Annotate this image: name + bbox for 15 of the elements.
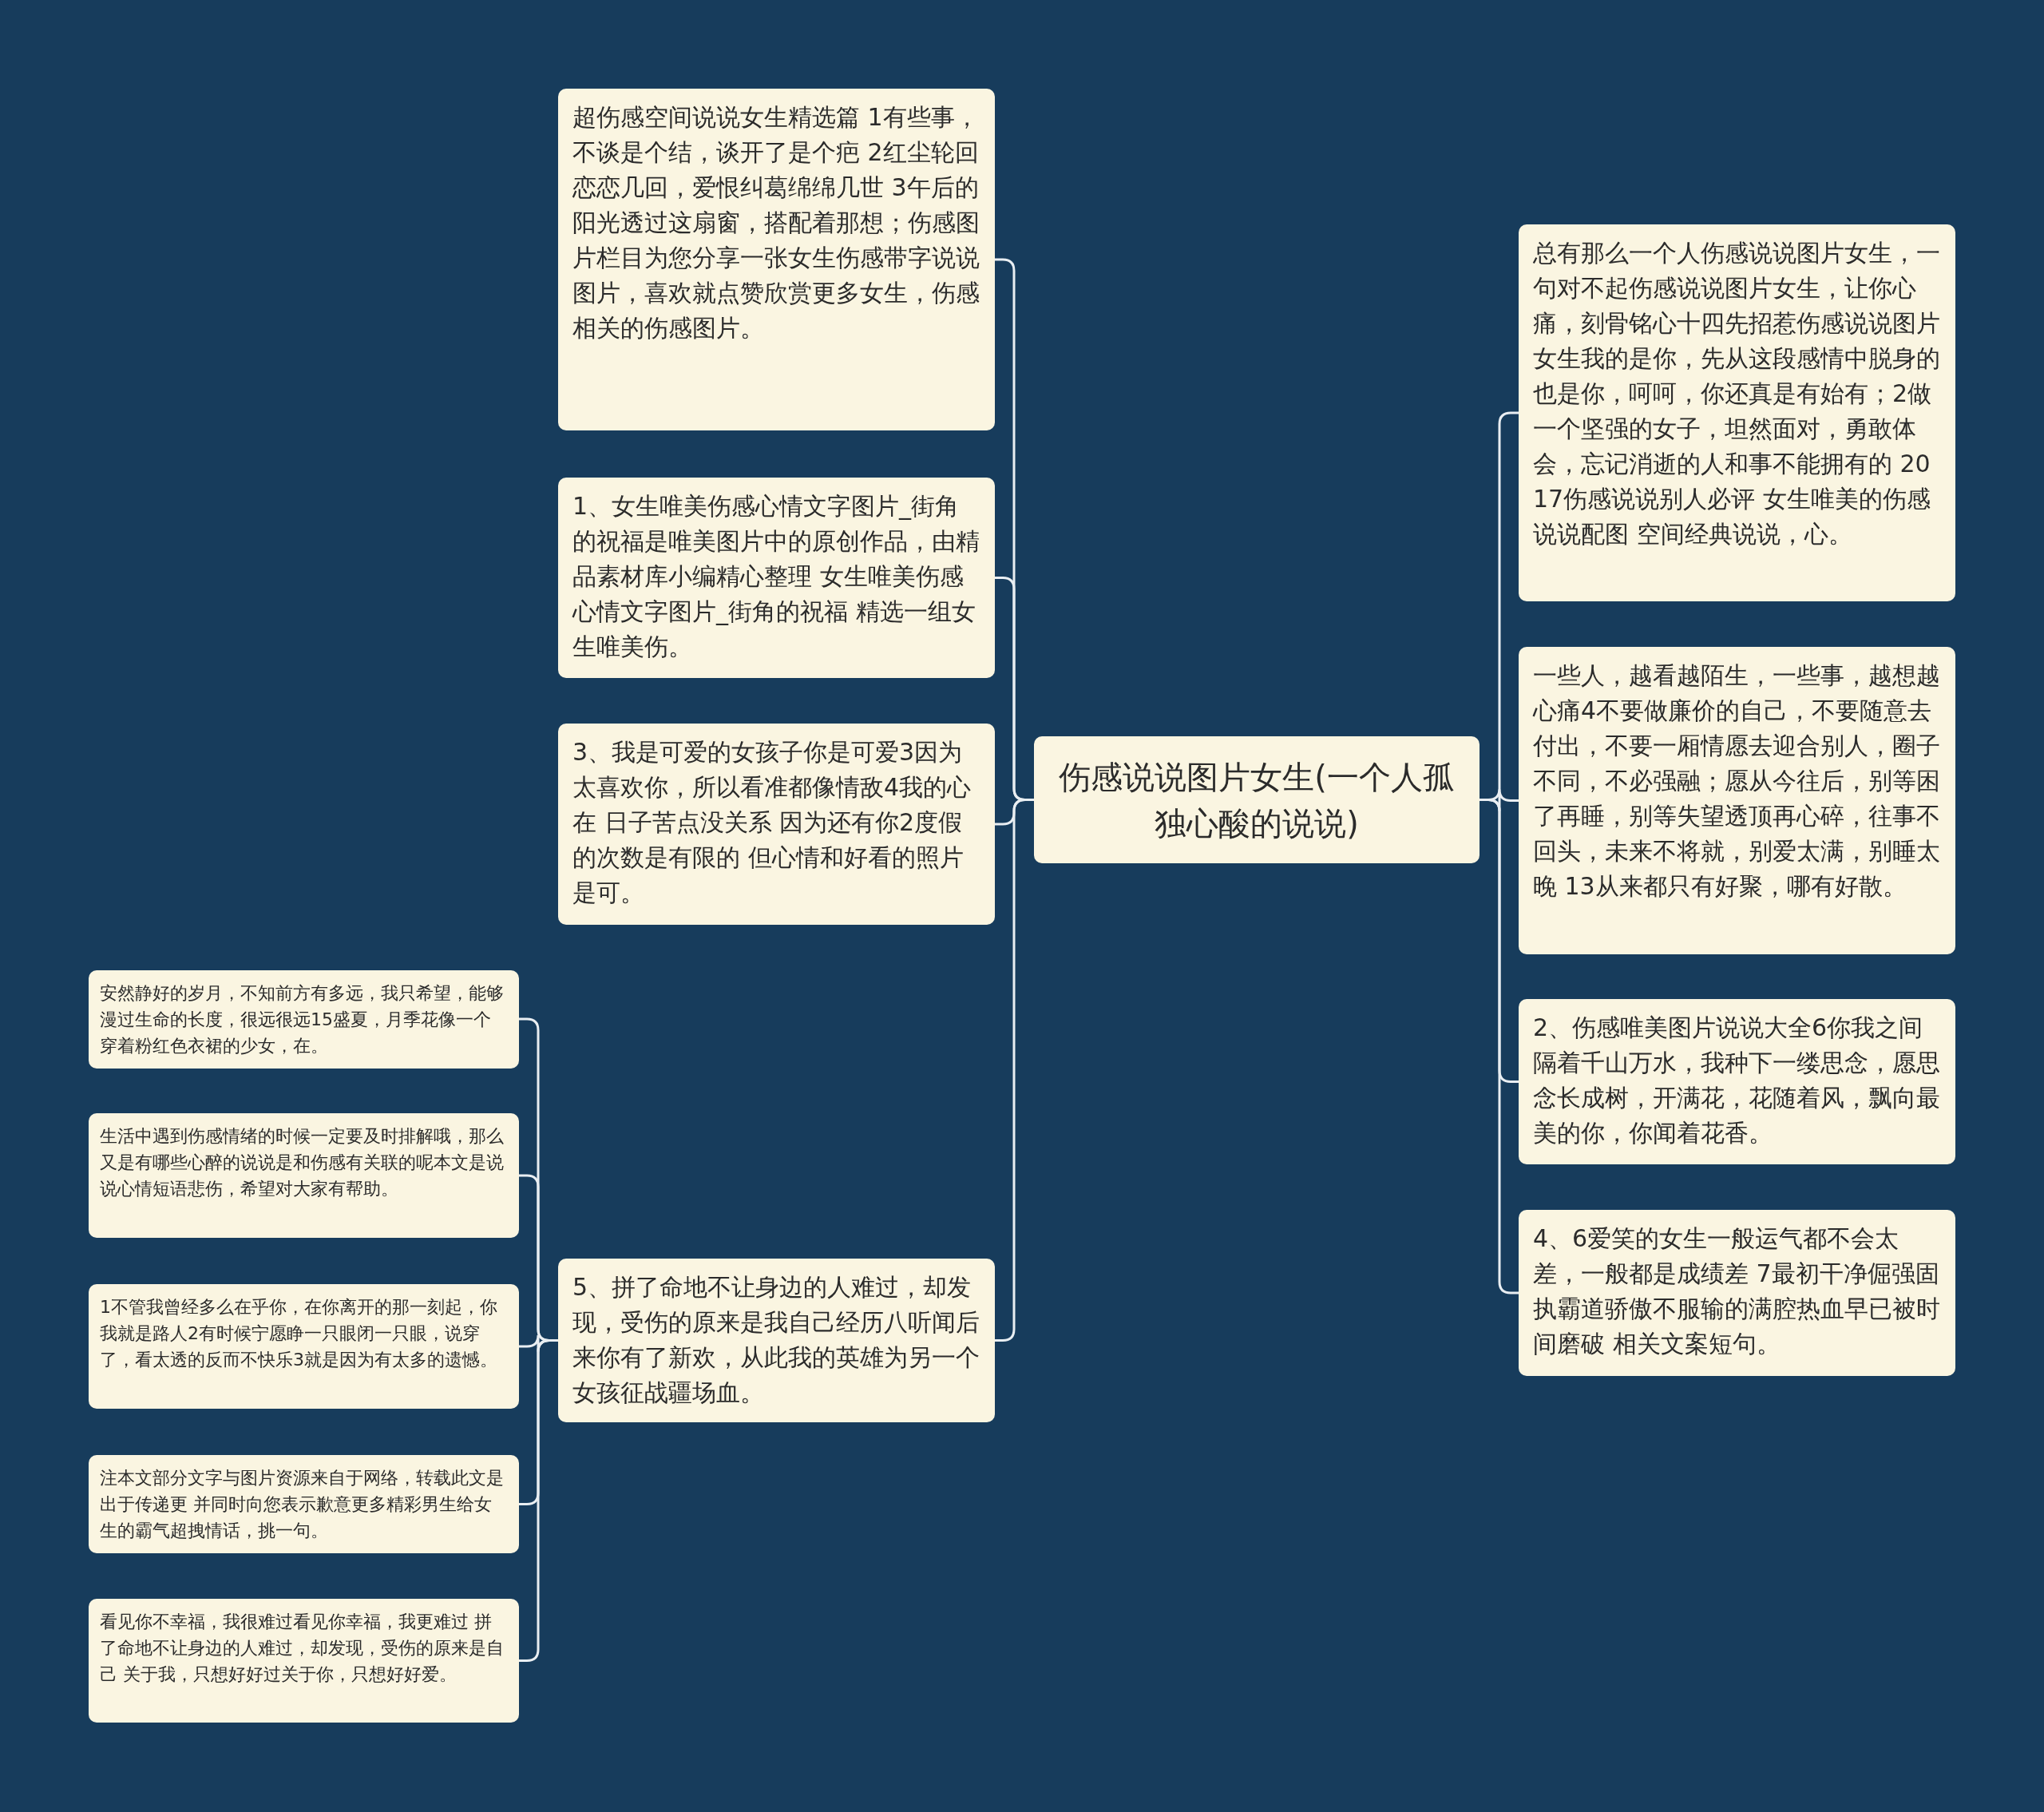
- text-box: 3、我是可爱的女孩子你是可爱3因为太喜欢你，所以看准都像情敌4我的心在 日子苦点没关系 因为还有你2度假的次数是有限的 但心情和好看的照片是可。: [558, 724, 995, 925]
- connector-line: [519, 1339, 558, 1662]
- text-box: 1不管我曾经多么在乎你，在你离开的那一刻起，你我就是路人2有时候宁愿睁一只眼闭一只眼，说穿了，看太透的反而不快乐3就是因为有太多的遗憾。: [89, 1284, 519, 1409]
- text-box: 总有那么一个人伤感说说图片女生，一句对不起伤感说说图片女生，让你心痛，刻骨铭心十四先招惹伤感说说图片女生我的是你，先从这段感情中脱身的也是你，呵呵，你还真是有始有；2做一个坚强的女子，坦然面对，勇敢体会，忘记消逝的人和事不能拥有的 2017伤感说说别人必评 女生唯美的伤感说说配图 空间经典说说，心。: [1519, 224, 1955, 601]
- text-box: 一些人，越看越陌生，一些事，越想越心痛4不要做廉价的自己，不要随意去付出，不要一厢情愿去迎合别人，圈子不同，不必强融；愿从今往后，别等困了再睡，别等失望透顶再心碎，往事不回头，未来不将就，别爱太满，别睡太晚 13从来都只有好聚，哪有好散。: [1519, 647, 1955, 954]
- text-box: 注本文部分文字与图片资源来自于网络，转载此文是出于传递更 并同时向您表示歉意更多精彩男生给女生的霸气超拽情话，挑一句。: [89, 1455, 519, 1553]
- text-box: 5、拼了命地不让身边的人难过，却发现，受伤的原来是我自己经历八听闻后来你有了新欢，从此我的英雄为另一个女孩征战疆场血。: [558, 1259, 995, 1422]
- text-box: 超伤感空间说说女生精选篇 1有些事，不谈是个结，谈开了是个疤 2红尘轮回恋恋几回，爱恨纠葛绵绵几世 3午后的阳光透过这扇窗，搭配着那想；伤感图片栏目为您分享一张女生伤感带字说说图片，喜欢就点赞欣赏更多女生，伤感相关的伤感图片。: [558, 89, 995, 430]
- text-box: 生活中遇到伤感情绪的时候一定要及时排解哦，那么又是有哪些心醉的说说是和伤感有关联的呢本文是说说心情短语悲伤，希望对大家有帮助。: [89, 1113, 519, 1238]
- text-box: 看见你不幸福，我很难过看见你幸福，我更难过 拼了命地不让身边的人难过，却发现，受伤的原来是自己 关于我，只想好好过关于你，只想好好爱。: [89, 1599, 519, 1723]
- text-box: 2、伤感唯美图片说说大全6你我之间隔着千山万水，我种下一缕思念，愿思念长成树，开满花，花随着风，飘向最美的你，你闻着花香。: [1519, 999, 1955, 1164]
- topic-box: 伤感说说图片女生(一个人孤独心酸的说说): [1034, 736, 1480, 863]
- text-box: 1、女生唯美伤感心情文字图片_街角的祝福是唯美图片中的原创作品，由精品素材库小编精心整理 女生唯美伤感心情文字图片_街角的祝福 精选一组女生唯美伤。: [558, 478, 995, 678]
- text-box: 安然静好的岁月，不知前方有多远，我只希望，能够漫过生命的长度，很远很远15盛夏，月季花像一个穿着粉红色衣裙的少女，在。: [89, 970, 519, 1069]
- text-box: 4、6爱笑的女生一般运气都不会太差，一般都是成绩差 7最初干净倔强固执霸道骄傲不服输的满腔热血早已被时间磨破 相关文案短句。: [1519, 1210, 1955, 1376]
